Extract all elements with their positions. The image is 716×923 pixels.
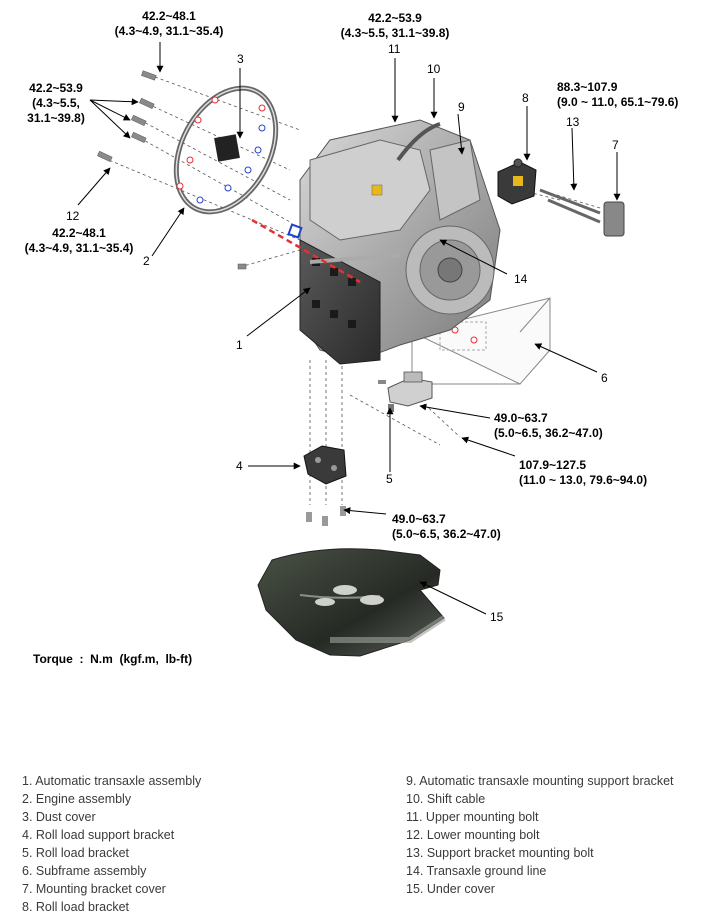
under-cover bbox=[257, 548, 446, 657]
callout-12: 12 bbox=[66, 209, 80, 223]
callout-15: 15 bbox=[490, 610, 504, 624]
support-bracket-bolts bbox=[539, 188, 601, 224]
exploded-view-diagram bbox=[77, 42, 625, 657]
torque-units: (9.0 ~ 11.0, 65.1~79.6) bbox=[557, 95, 679, 109]
callout-9: 9 bbox=[458, 100, 465, 114]
legend-item: 3. Dust cover bbox=[22, 810, 96, 824]
torque-value: 42.2~53.9 bbox=[368, 11, 422, 25]
torque-value: 49.0~63.7 bbox=[494, 411, 548, 425]
legend-item: 6. Subframe assembly bbox=[22, 864, 147, 878]
legend-item: 12. Lower mounting bolt bbox=[406, 828, 540, 842]
torque-value: 107.9~127.5 bbox=[519, 458, 587, 472]
torque-label-upper-mounting-bolt: 42.2~53.9 (4.3~5.5, 31.1~39.8) bbox=[320, 11, 470, 41]
callout-13: 13 bbox=[566, 115, 580, 129]
callout-7: 7 bbox=[612, 138, 619, 152]
torque-units: (5.0~6.5, 36.2~47.0) bbox=[494, 426, 603, 440]
roll-load-bracket-upper bbox=[497, 158, 537, 205]
legend-item: 13. Support bracket mounting bolt bbox=[406, 846, 594, 860]
alignment-marker bbox=[287, 223, 303, 239]
callout-10: 10 bbox=[427, 62, 441, 76]
legend-item: 15. Under cover bbox=[406, 882, 495, 896]
torque-label-roll-load-bracket-bolt: 49.0~63.7 (5.0~6.5, 36.2~47.0) bbox=[494, 411, 603, 441]
legend-item: 1. Automatic transaxle assembly bbox=[22, 774, 202, 788]
torque-unit-note: Torque : N.m (kgf.m, lb-ft) bbox=[33, 652, 193, 666]
alignment-line bbox=[251, 218, 361, 284]
torque-value: 42.2~53.9 bbox=[29, 81, 83, 95]
torque-units: (4.3~5.5, bbox=[32, 96, 80, 110]
callout-4: 4 bbox=[236, 459, 243, 473]
legend-item: 9. Automatic transaxle mounting support … bbox=[406, 774, 674, 788]
mounting-bracket-cover bbox=[603, 201, 625, 237]
legend-left-column: 1. Automatic transaxle assembly 2. Engin… bbox=[22, 772, 201, 916]
callout-14: 14 bbox=[514, 272, 528, 286]
torque-label-roll-load-bracket: 88.3~107.9 (9.0 ~ 11.0, 65.1~79.6) bbox=[557, 80, 712, 110]
torque-value: 88.3~107.9 bbox=[557, 80, 618, 94]
torque-value: 49.0~63.7 bbox=[392, 512, 446, 526]
torque-units: (5.0~6.5, 36.2~47.0) bbox=[392, 527, 501, 541]
callout-8: 8 bbox=[522, 91, 529, 105]
legend-item: 5. Roll load bracket bbox=[22, 846, 130, 860]
torque-label-support-bracket-bolts: 49.0~63.7 (5.0~6.5, 36.2~47.0) bbox=[392, 512, 501, 542]
torque-label-through-bolt: 107.9~127.5 (11.0 ~ 13.0, 79.6~94.0) bbox=[519, 458, 647, 488]
subframe-assembly bbox=[410, 297, 551, 385]
torque-units: (4.3~5.5, 31.1~39.8) bbox=[340, 26, 450, 40]
legend-right-column: 9. Automatic transaxle mounting support … bbox=[406, 772, 674, 898]
callout-6: 6 bbox=[601, 371, 608, 385]
legend-item: 14. Transaxle ground line bbox=[406, 864, 547, 878]
torque-units: (4.3~4.9, 31.1~35.4) bbox=[24, 241, 134, 255]
transaxle-assembly bbox=[299, 119, 501, 365]
lower-mounting-bolts bbox=[97, 70, 247, 270]
torque-label-lower-mounting-bolt: 42.2~48.1 (4.3~4.9, 31.1~35.4) bbox=[4, 226, 154, 256]
torque-units: (4.3~4.9, 31.1~35.4) bbox=[114, 24, 224, 38]
torque-value: 42.2~48.1 bbox=[52, 226, 106, 240]
legend-item: 7. Mounting bracket cover bbox=[22, 882, 166, 896]
callout-5: 5 bbox=[386, 472, 393, 486]
leader-lines bbox=[77, 42, 621, 615]
callout-11: 11 bbox=[388, 42, 401, 56]
torque-label-left-upper-bolts: 42.2~53.9 (4.3~5.5, 31.1~39.8) bbox=[14, 81, 98, 126]
legend-item: 8. Roll load bracket bbox=[22, 900, 130, 914]
legend-item: 2. Engine assembly bbox=[22, 792, 132, 806]
dust-cover-ring bbox=[173, 85, 279, 215]
callout-2: 2 bbox=[143, 254, 150, 268]
torque-label-upper-left-bolt: 42.2~48.1 (4.3~4.9, 31.1~35.4) bbox=[84, 9, 254, 39]
torque-units: (11.0 ~ 13.0, 79.6~94.0) bbox=[519, 473, 648, 487]
torque-value: 42.2~48.1 bbox=[142, 9, 196, 23]
callout-1: 1 bbox=[236, 338, 243, 352]
callout-3: 3 bbox=[237, 52, 244, 66]
roll-load-support-bracket bbox=[303, 445, 347, 526]
legend-item: 4. Roll load support bracket bbox=[22, 828, 175, 842]
legend-item: 11. Upper mounting bolt bbox=[406, 810, 539, 824]
legend-item: 10. Shift cable bbox=[406, 792, 486, 806]
torque-units-lbft: 31.1~39.8) bbox=[27, 111, 85, 125]
